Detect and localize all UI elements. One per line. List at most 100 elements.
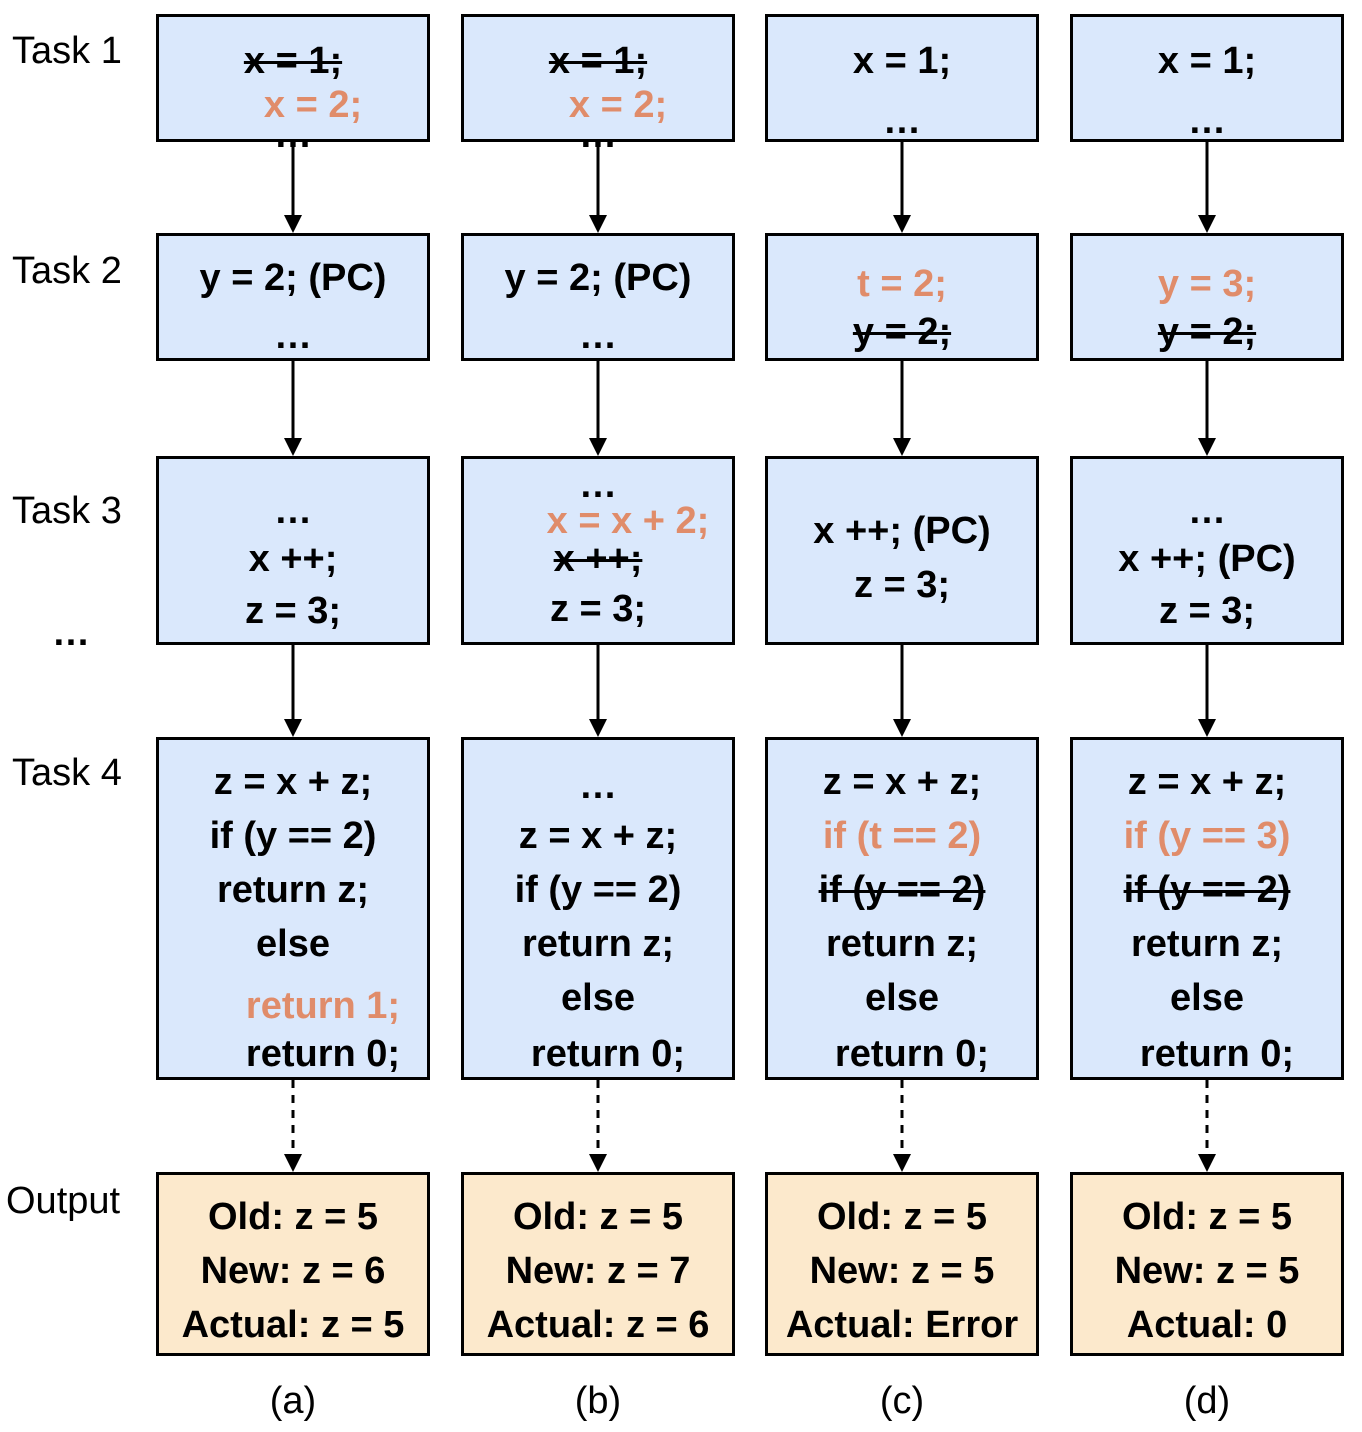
arrowhead xyxy=(284,438,302,456)
column-a-task2-box: y = 2; (PC) … xyxy=(156,233,430,361)
output-line: Actual: z = 5 xyxy=(181,1304,405,1346)
code-line: … xyxy=(274,114,312,156)
column-a-task1-box: x = 1;x = 2;… xyxy=(156,14,430,156)
column-c-task4-box: z = x + z; if (t == 2) if (y == 2) return z… xyxy=(765,737,1039,1080)
arrowhead xyxy=(284,215,302,233)
column-b-task4-box: … z = x + z; if (y == 2) return z; else retur… xyxy=(461,737,735,1080)
column-caption: (b) xyxy=(574,1380,622,1422)
row-label-output: Output xyxy=(6,1180,121,1222)
code-line: return 0; xyxy=(834,1033,990,1075)
column-caption: (a) xyxy=(269,1380,317,1422)
output-line: Old: z = 5 xyxy=(513,1196,683,1238)
arrowhead xyxy=(589,1154,607,1172)
code-line: y = 3; xyxy=(1157,263,1257,305)
row-label-task3: Task 3 xyxy=(12,490,122,532)
code-line: z = 3; xyxy=(244,590,342,632)
output-line: Old: z = 5 xyxy=(1122,1196,1292,1238)
column-caption: (c) xyxy=(879,1380,925,1422)
column-d-task3-box: …x ++; (PC)z = 3; xyxy=(1070,456,1344,645)
arrowhead xyxy=(893,1154,911,1172)
output-line: Old: z = 5 xyxy=(208,1196,378,1238)
code-line: … xyxy=(579,765,617,807)
output-line: Actual: Error xyxy=(785,1304,1019,1346)
code-line: y = 2; xyxy=(1157,311,1257,353)
column-c-task1-box: x = 1; … xyxy=(765,14,1039,142)
code-line: x ++; xyxy=(553,538,643,580)
arrowhead xyxy=(284,1154,302,1172)
code-line: z = x + z; xyxy=(822,761,982,803)
row-label-ellipsis: … xyxy=(52,612,90,654)
code-line: z = 3; xyxy=(1158,590,1256,632)
code-line: … xyxy=(579,315,617,357)
row-label-task1: Task 1 xyxy=(12,30,122,72)
code-line: … xyxy=(579,114,617,156)
column-c-task2-box: t = 2; y = 2; xyxy=(765,233,1039,361)
code-line: x = 1; xyxy=(852,40,952,82)
output-line: New: z = 6 xyxy=(200,1250,386,1292)
arrowhead xyxy=(589,719,607,737)
output-line: Old: z = 5 xyxy=(817,1196,987,1238)
code-line: y = 2; xyxy=(852,311,952,353)
code-line: return 0; xyxy=(530,1033,686,1075)
code-line: return 1; xyxy=(245,985,401,1027)
column-b-output-box: Old: z = 5 New: z = 7 Actual: z = 6 xyxy=(461,1172,735,1356)
code-line: else xyxy=(256,923,330,965)
code-line: z = x + z; xyxy=(1127,761,1287,803)
code-line: … xyxy=(274,315,312,357)
column-b-task2-box: y = 2; (PC) … xyxy=(461,233,735,361)
column-b-task3-box: …x = x + 2;x ++;z = 3; xyxy=(461,456,735,645)
arrowhead xyxy=(1198,719,1216,737)
code-line: else xyxy=(865,977,939,1019)
code-line: z = 3; xyxy=(549,588,647,630)
code-line: x ++; xyxy=(248,538,338,580)
code-line: … xyxy=(1188,100,1226,142)
output-line: New: z = 5 xyxy=(1114,1250,1300,1292)
code-line: return 0; xyxy=(1139,1033,1295,1075)
code-line: if (y == 2) xyxy=(514,869,682,911)
arrowhead xyxy=(893,719,911,737)
code-line: x = x + 2; xyxy=(546,500,710,542)
column-b-task1-box: x = 1;x = 2;… xyxy=(461,14,735,156)
column-d-task2-box: y = 3; y = 2; xyxy=(1070,233,1344,361)
code-line: return z; xyxy=(522,923,674,965)
code-line: if (y == 3) xyxy=(1123,815,1291,857)
arrowhead xyxy=(284,719,302,737)
code-line: x ++; (PC) xyxy=(813,510,991,552)
code-line: x = 1; xyxy=(243,40,343,82)
code-line: return z; xyxy=(826,923,978,965)
column-d-task4-box: z = x + z;if (y == 3)if (y == 2)return z… xyxy=(1070,737,1344,1080)
code-line: z = 3; xyxy=(853,564,951,606)
code-line: t = 2; xyxy=(857,263,947,305)
code-line: … xyxy=(1188,490,1226,532)
column-caption: (d) xyxy=(1183,1380,1231,1422)
arrowhead xyxy=(893,215,911,233)
output-line: Actual: z = 6 xyxy=(486,1304,710,1346)
code-line: z = x + z; xyxy=(518,815,678,857)
code-line: if (y == 2) xyxy=(818,869,986,911)
arrowhead xyxy=(1198,438,1216,456)
row-label-task4: Task 4 xyxy=(12,752,122,794)
code-line: if (y == 2) xyxy=(1123,869,1291,911)
code-line: if (y == 2) xyxy=(209,815,377,857)
code-line: return z; xyxy=(217,869,369,911)
code-line: y = 2; (PC) xyxy=(199,257,387,299)
arrowhead xyxy=(893,438,911,456)
row-label-task2: Task 2 xyxy=(12,250,122,292)
code-line: if (t == 2) xyxy=(822,815,982,857)
output-line: New: z = 5 xyxy=(809,1250,995,1292)
code-line: y = 2; (PC) xyxy=(504,257,692,299)
code-line: x = 2; xyxy=(568,84,668,126)
arrowhead xyxy=(1198,215,1216,233)
code-line: … xyxy=(274,490,312,532)
output-line: New: z = 7 xyxy=(505,1250,691,1292)
code-line: x = 1; xyxy=(548,40,648,82)
code-line: x = 2; xyxy=(263,84,363,126)
column-c-task3-box: x ++; (PC) z = 3; xyxy=(765,456,1039,645)
column-a-output-box: Old: z = 5 New: z = 6 Actual: z = 5 xyxy=(156,1172,430,1356)
column-c-output-box: Old: z = 5 New: z = 5 Actual: Error xyxy=(765,1172,1039,1356)
code-line: else xyxy=(561,977,635,1019)
code-line: … xyxy=(883,100,921,142)
